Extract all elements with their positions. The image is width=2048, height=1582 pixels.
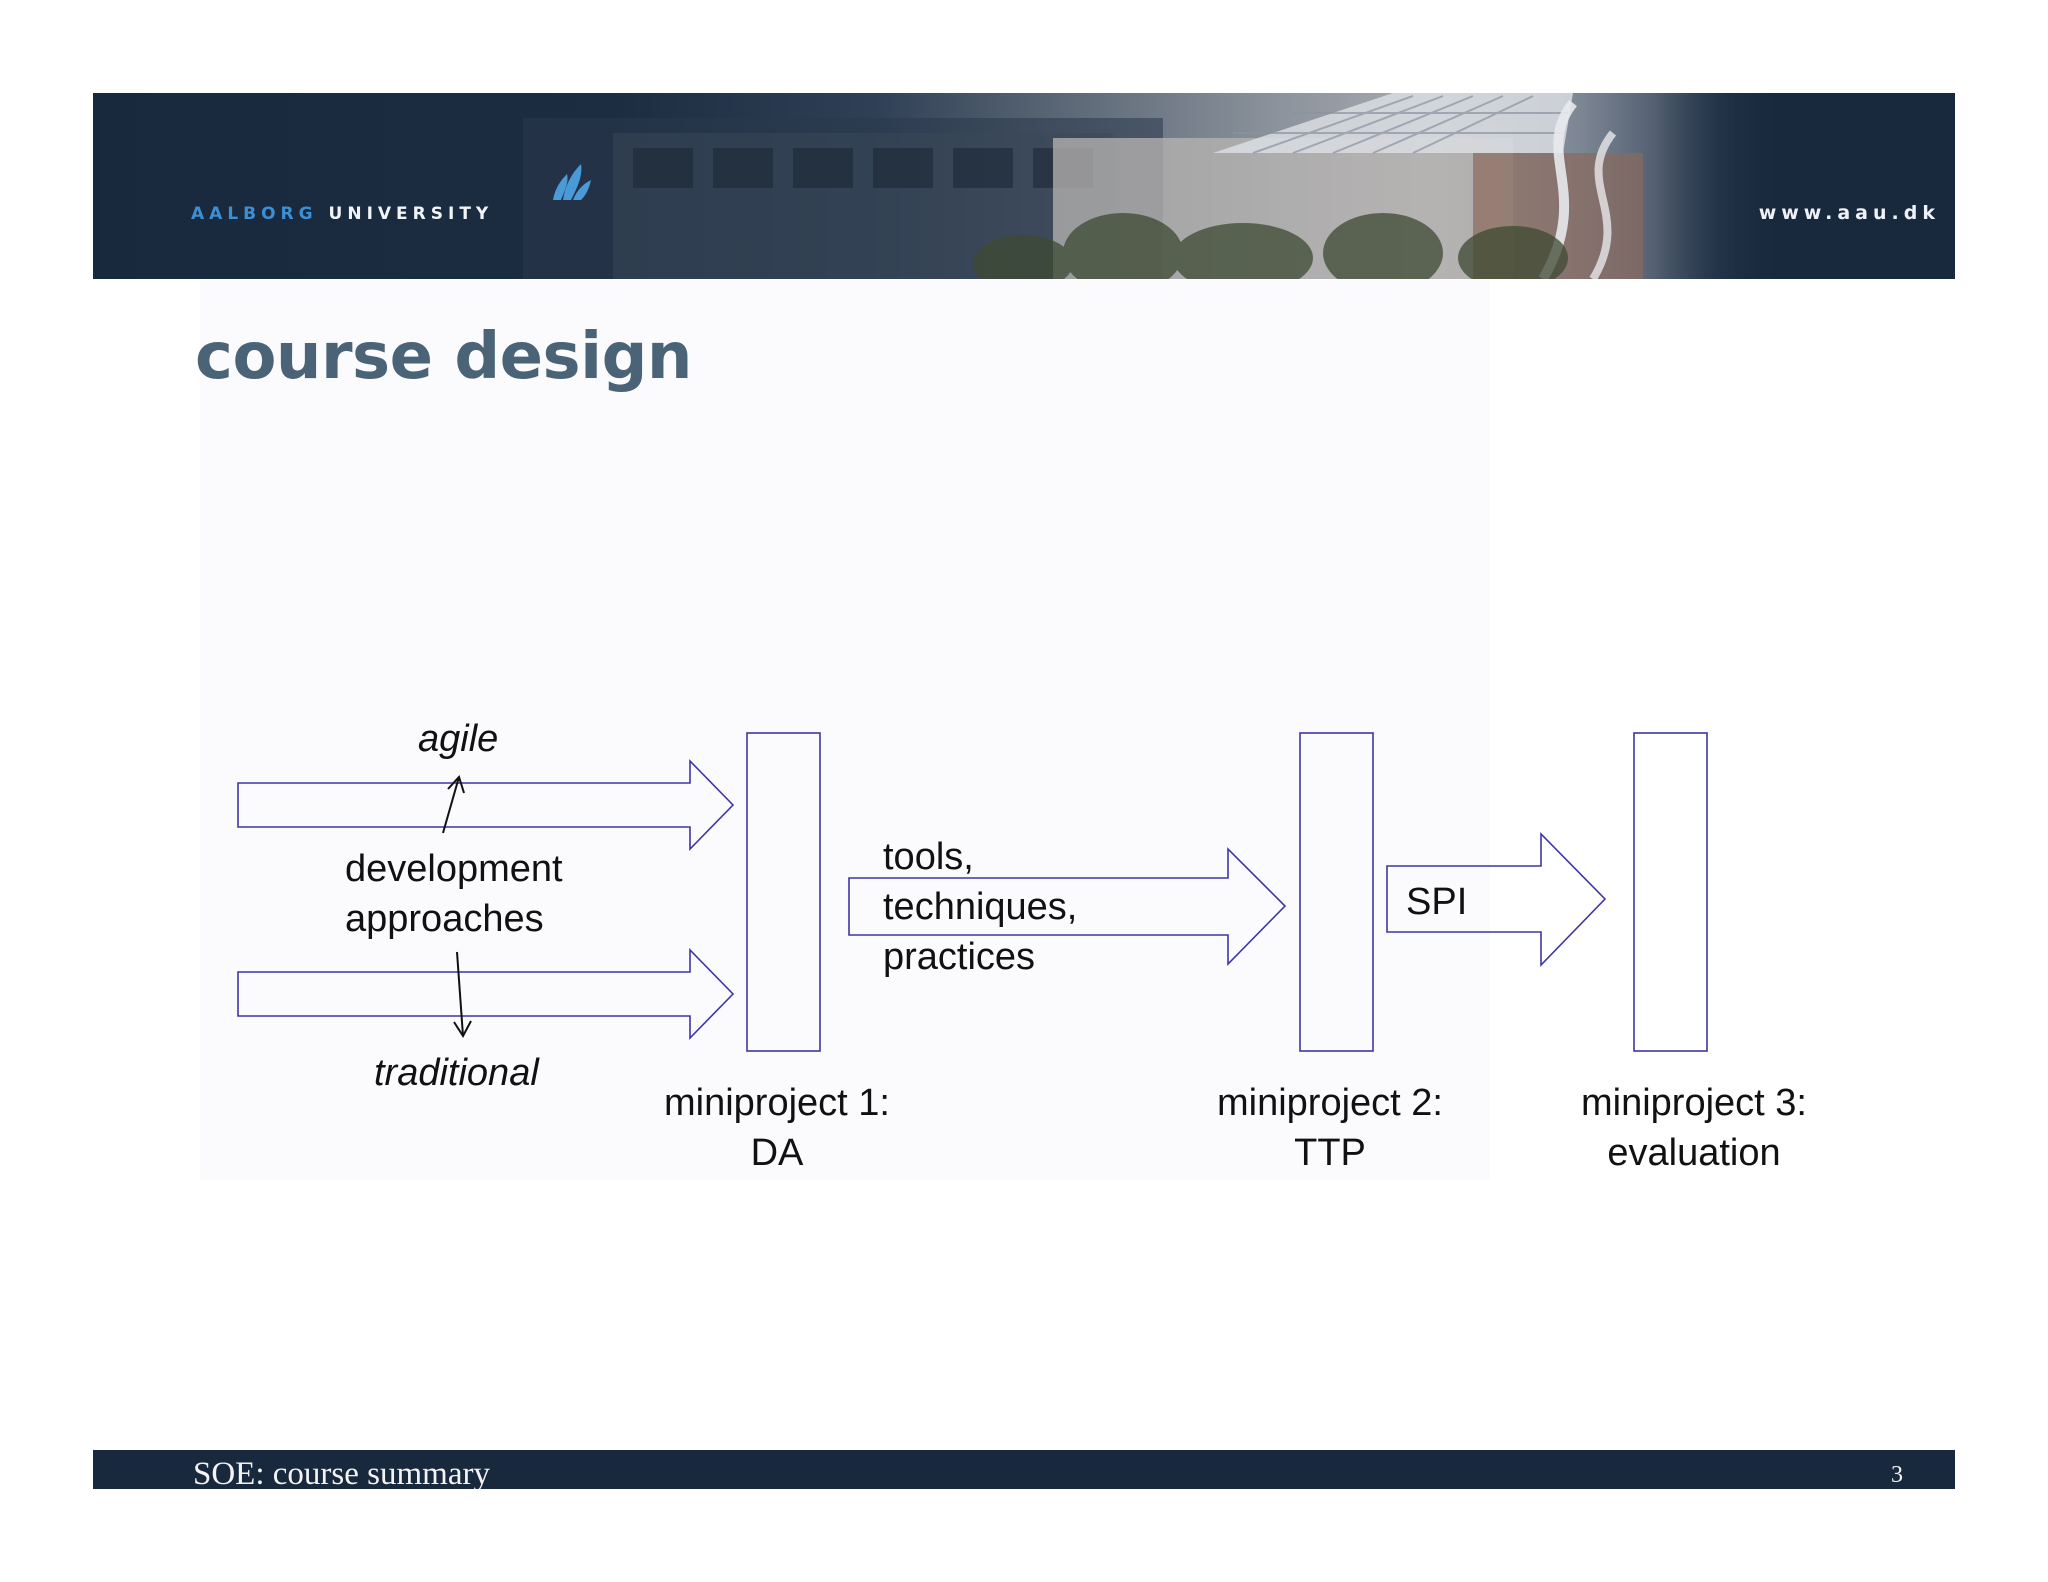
label-tools-line3: practices	[883, 932, 1077, 982]
label-mp2-line2: TTP	[1180, 1128, 1480, 1178]
label-mp1-line1: miniproject 1:	[627, 1078, 927, 1128]
input-arrow-traditional	[238, 950, 733, 1038]
input-arrow-agile	[238, 761, 733, 849]
label-development-line1: development	[345, 844, 563, 894]
label-traditional: traditional	[374, 1048, 539, 1098]
label-tools-techniques-practices: tools, techniques, practices	[883, 832, 1077, 982]
miniproject-3-box	[1634, 733, 1707, 1051]
label-miniproject-2: miniproject 2: TTP	[1180, 1078, 1480, 1178]
miniproject-2-box	[1300, 733, 1373, 1051]
footer-bar: SOE: course summary 3	[93, 1450, 1955, 1489]
label-agile: agile	[418, 714, 498, 764]
miniproject-1-box	[747, 733, 820, 1051]
label-tools-line1: tools,	[883, 832, 1077, 882]
page-number: 3	[1891, 1462, 1903, 1489]
footer-text: SOE: course summary	[193, 1454, 490, 1489]
connector-to-agile	[443, 777, 464, 833]
label-mp3-line2: evaluation	[1544, 1128, 1844, 1178]
label-development-approaches: development approaches	[345, 844, 563, 944]
label-mp3-line1: miniproject 3:	[1544, 1078, 1844, 1128]
label-tools-line2: techniques,	[883, 882, 1077, 932]
label-spi: SPI	[1406, 877, 1467, 927]
label-miniproject-1: miniproject 1: DA	[627, 1078, 927, 1178]
connector-to-traditional	[454, 952, 471, 1036]
label-mp2-line1: miniproject 2:	[1180, 1078, 1480, 1128]
label-miniproject-3: miniproject 3: evaluation	[1544, 1078, 1844, 1178]
label-mp1-line2: DA	[627, 1128, 927, 1178]
label-development-line2: approaches	[345, 894, 563, 944]
